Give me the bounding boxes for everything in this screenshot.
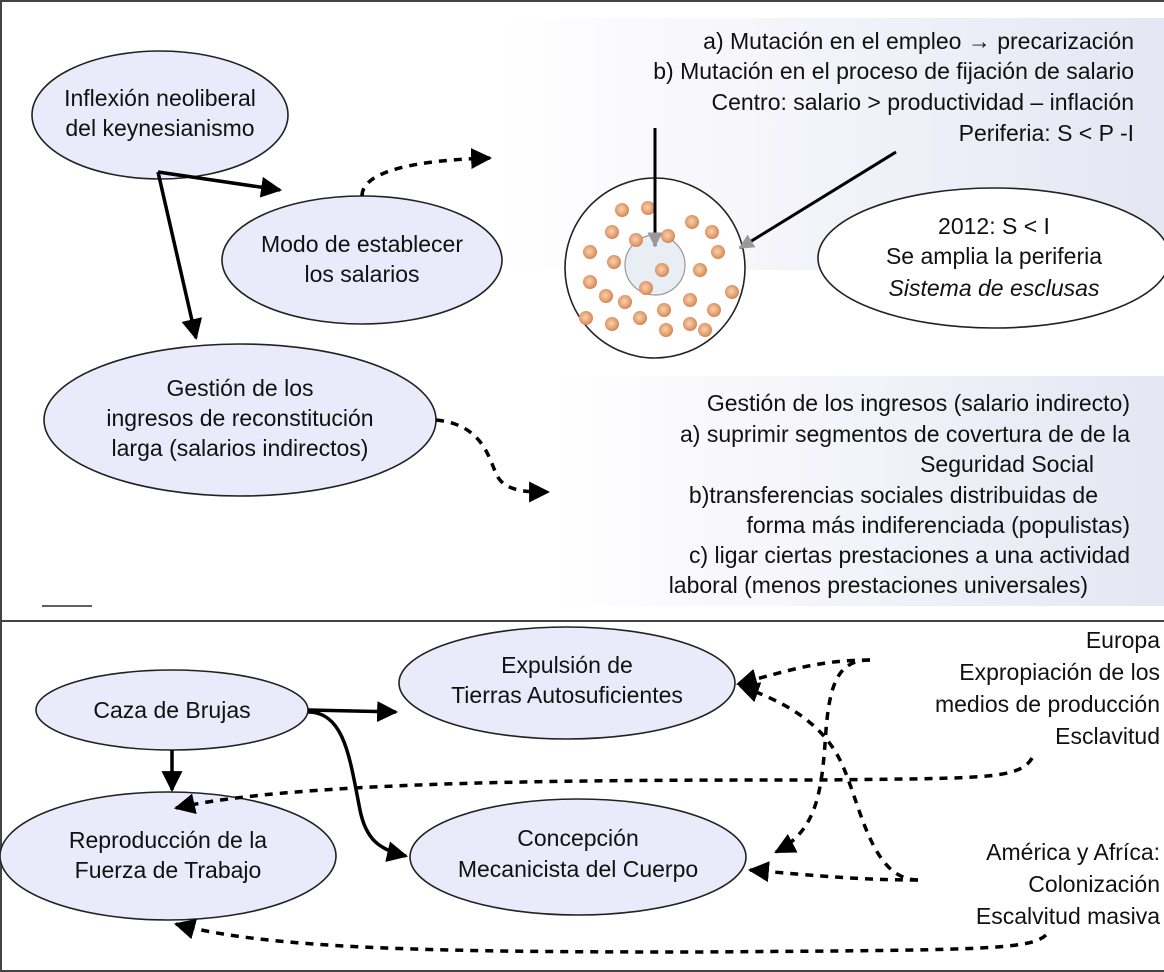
arrow-caza-expulsion	[307, 701, 399, 723]
ingresos-line1: Gestión de los ingresos (salario indirec…	[707, 390, 1130, 416]
coins-group	[579, 201, 739, 337]
coin-dot	[607, 255, 621, 269]
node-inflexion-line1: Inflexión neoliberal	[64, 85, 256, 111]
node-concepcion-line1: Concepción	[517, 825, 638, 851]
coin-dot	[725, 285, 739, 299]
dashed-america-expulsion	[738, 682, 919, 882]
arrow-periferia	[738, 150, 897, 250]
centro-periferia-circle	[564, 177, 746, 359]
node-2012: 2012: S < I Se amplia la periferia Siste…	[817, 187, 1164, 329]
dashed-arrow-gestion-box	[435, 418, 551, 503]
node-modo: Modo de establecer los salarios	[221, 195, 503, 325]
ingresos-line6: c) ligar ciertas prestaciones a una acti…	[689, 542, 1130, 568]
node-expulsion: Expulsión de Tierras Autosuficientes	[398, 626, 736, 740]
node-2012-line1: 2012: S < I	[938, 213, 1050, 239]
coin-dot	[629, 233, 643, 247]
ingresos-box-text: Gestión de los ingresos (salario indirec…	[669, 390, 1131, 598]
america-line2: Colonización	[1028, 871, 1160, 897]
coin-dot	[659, 323, 673, 337]
coin-dot	[583, 245, 597, 259]
salario-line3: Centro: salario > productividad – inflac…	[711, 89, 1134, 115]
coin-dot	[641, 201, 655, 215]
node-expulsion-line1: Expulsión de	[501, 652, 633, 678]
coin-dot	[693, 263, 707, 277]
salario-box-text: a) Mutación en el empleo → precarización…	[653, 28, 1134, 146]
ingresos-line3: Seguridad Social	[920, 451, 1094, 477]
node-gestion-line3: larga (salarios indirectos)	[112, 435, 369, 461]
salario-line4: Periferia: S < P -I	[959, 120, 1134, 146]
coin-dot	[583, 275, 597, 289]
coin-dot	[605, 225, 619, 239]
coin-dot	[633, 311, 647, 325]
coin-dot	[579, 311, 593, 325]
arrow-inflexion-gestion	[156, 171, 203, 341]
node-reproduccion-line2: Fuerza de Trabajo	[75, 857, 262, 883]
america-line1: América y Afríca:	[986, 839, 1160, 865]
node-2012-line3: Sistema de esclusas	[889, 275, 1100, 301]
dashed-arrow-modo-box	[360, 148, 493, 197]
node-reproduccion: Reproducción de la Fuerza de Trabajo	[0, 791, 337, 921]
node-modo-line2: los salarios	[304, 261, 419, 287]
node-caza: Caza de Brujas	[35, 669, 309, 751]
america-line3: Escalvitud masiva	[976, 903, 1160, 929]
node-inflexion-line2: del keynesianismo	[65, 115, 254, 141]
coin-dot	[683, 293, 697, 307]
coin-dot	[655, 263, 669, 277]
node-gestion-line1: Gestión de los	[166, 375, 313, 401]
europa-line1: Europa	[1086, 627, 1160, 653]
dashed-europa-concepcion	[774, 658, 871, 854]
salario-line1: a) Mutación en el empleo → precarización	[703, 28, 1134, 54]
ingresos-line2: a) suprimir segmentos de covertura de de…	[680, 421, 1130, 447]
coin-dot	[683, 317, 697, 331]
node-inflexion: Inflexión neoliberal del keynesianismo	[31, 50, 289, 180]
europa-line2: Expropiación de los	[959, 659, 1160, 685]
node-gestion-line2: ingresos de reconstitución	[106, 405, 373, 431]
node-caza-label: Caza de Brujas	[93, 697, 250, 723]
dashed-america-concepcion	[747, 861, 919, 883]
arrow-inflexion-modo	[157, 170, 283, 198]
coin-dot	[605, 317, 619, 331]
label-america: América y Afríca: Colonización Escalvitu…	[976, 839, 1160, 929]
ingresos-line5: forma más indiferenciada (populistas)	[746, 512, 1130, 538]
europa-line4: Esclavitud	[1055, 723, 1160, 749]
coin-dot	[657, 303, 671, 317]
node-gestion: Gestión de los ingresos de reconstitució…	[43, 343, 437, 497]
coin-dot	[661, 229, 675, 243]
ingresos-line7: laboral (menos prestaciones universales)	[669, 572, 1088, 598]
ingresos-box	[552, 376, 1164, 606]
label-europa: Europa Expropiación de los medios de pro…	[935, 627, 1160, 749]
coin-dot	[711, 245, 725, 259]
coin-dot	[599, 289, 613, 303]
coin-dot	[698, 323, 712, 337]
node-2012-line2: Se amplia la periferia	[886, 243, 1102, 269]
coin-dot	[615, 203, 629, 217]
europa-line3: medios de producción	[935, 691, 1160, 717]
node-reproduccion-line1: Reproducción de la	[69, 827, 267, 853]
coin-dot	[639, 281, 653, 295]
node-modo-line1: Modo de establecer	[261, 231, 463, 257]
ingresos-line4: b)transferencias sociales distribuidas d…	[689, 482, 1098, 508]
node-expulsion-line2: Tierras Autosuficientes	[451, 682, 683, 708]
salario-line2: b) Mutación en el proceso de fijación de…	[653, 58, 1134, 84]
dashed-europa-expulsion	[735, 658, 871, 690]
coin-dot	[685, 215, 699, 229]
node-concepcion: Concepción Mecanicista del Cuerpo	[409, 798, 747, 916]
coin-dot	[618, 295, 632, 309]
arrow-caza-concepcion	[307, 710, 409, 862]
node-concepcion-line2: Mecanicista del Cuerpo	[458, 856, 698, 882]
dashed-europa-reproduccion	[173, 757, 1034, 815]
coin-dot	[707, 303, 721, 317]
coin-dot	[705, 225, 719, 239]
dashed-america-reproduccion	[173, 918, 1048, 954]
